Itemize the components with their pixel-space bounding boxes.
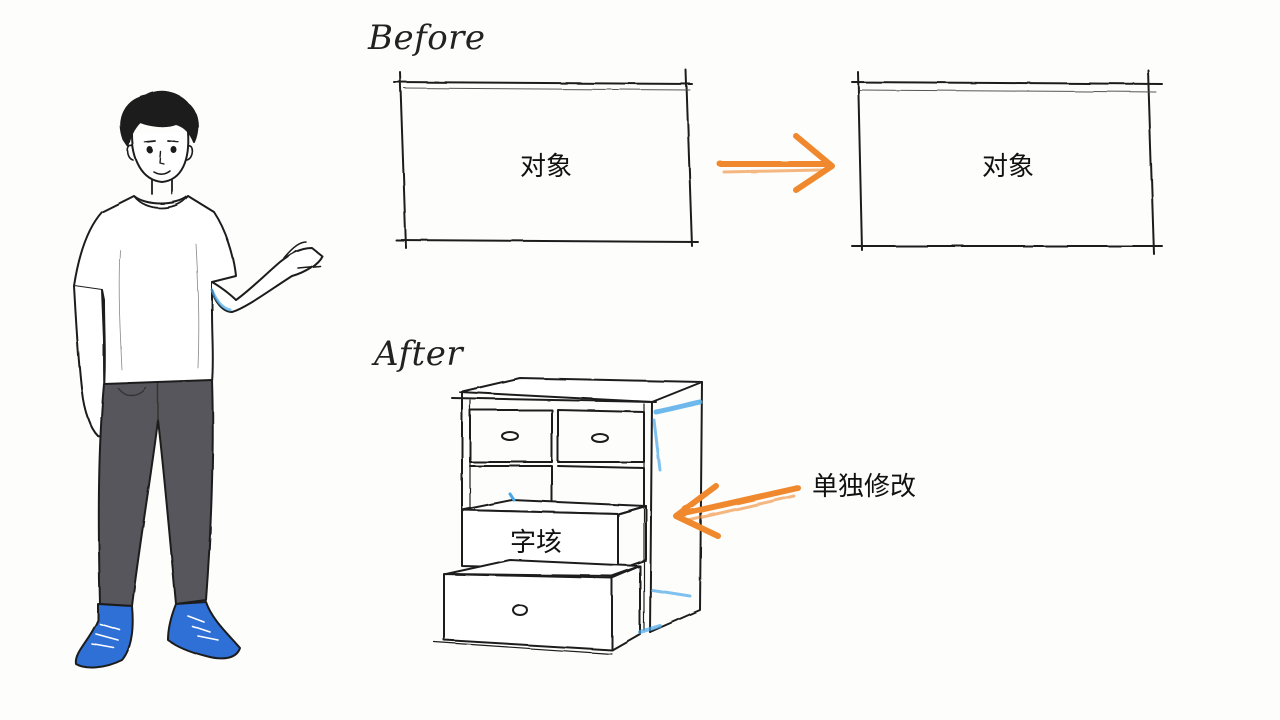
before-right-box-text: 对象 [982,152,1035,182]
before-box-left [393,69,699,249]
arrow-right-icon [717,133,835,193]
before-box-right [851,69,1163,255]
annotation-text: 单独修改 [812,472,917,502]
after-label: After [374,334,464,374]
before-left-box-text: 对象 [520,152,573,182]
drawer-text: 字垓 [510,528,563,558]
person-presenting-icon [73,90,323,669]
drawer-cabinet-icon [433,377,703,655]
arrow-left-icon [673,483,801,539]
before-label: Before [368,18,486,58]
